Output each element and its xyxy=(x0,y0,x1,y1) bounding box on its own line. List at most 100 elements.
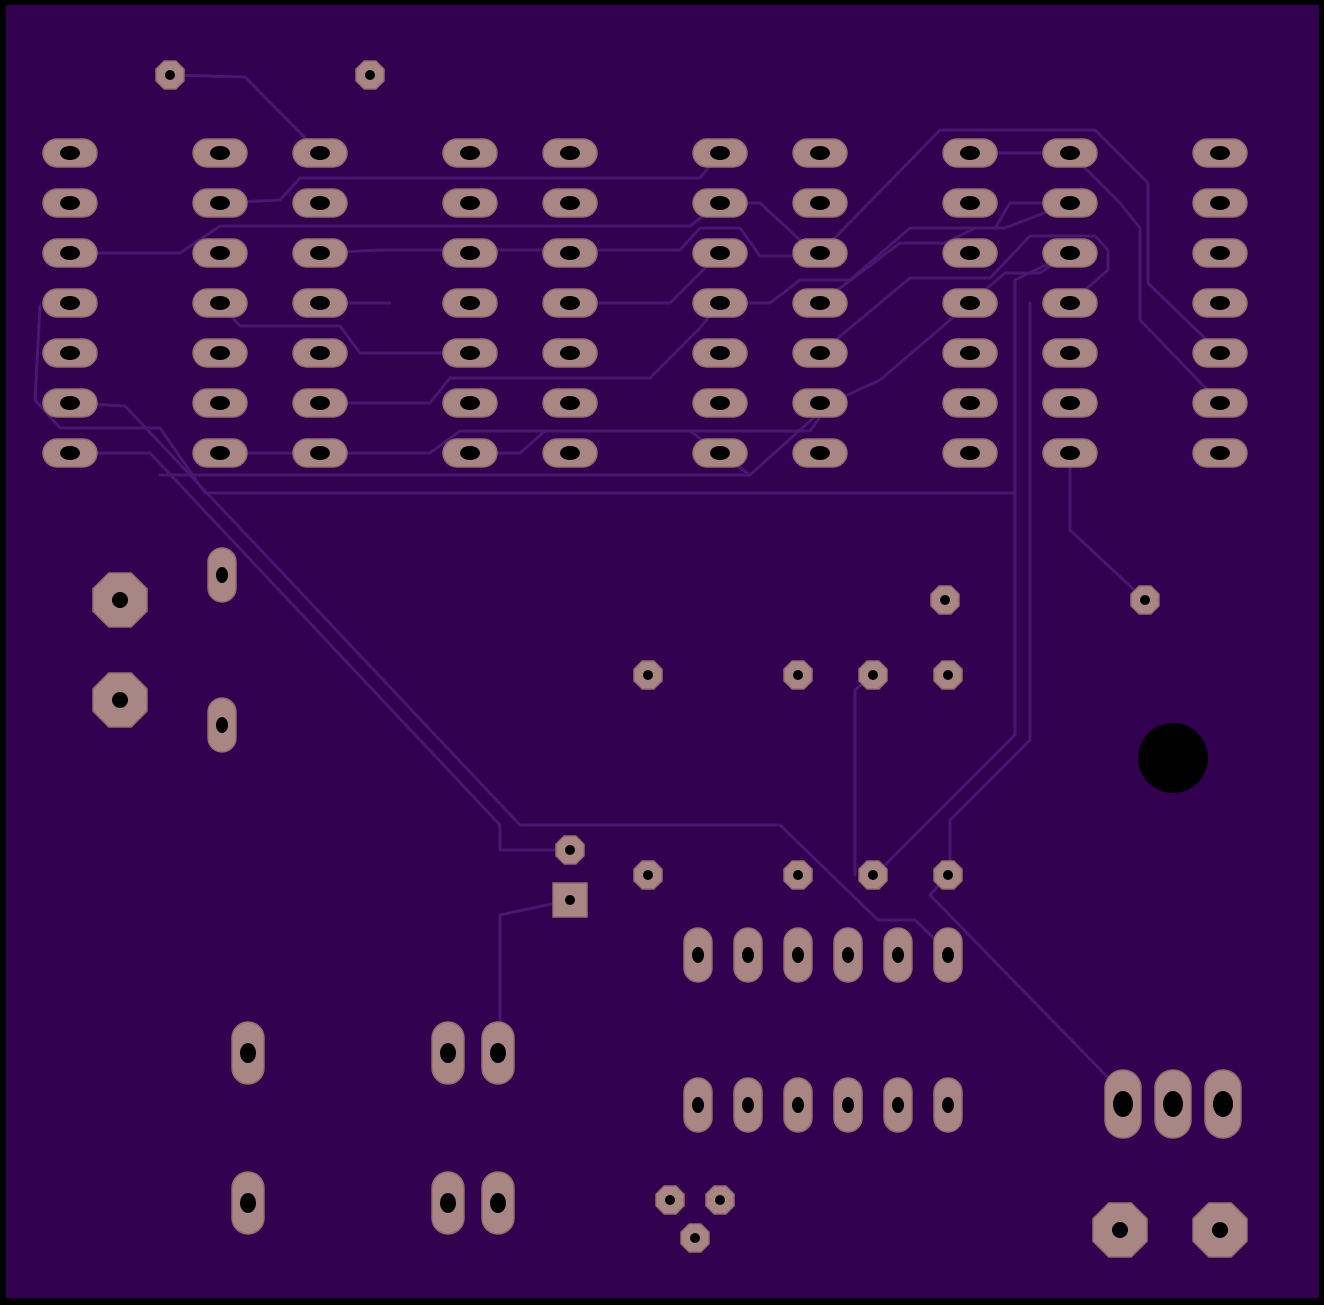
drill-hole xyxy=(960,246,980,260)
drill-hole xyxy=(216,717,228,733)
drill-hole xyxy=(60,246,80,260)
drill-hole xyxy=(240,1043,256,1063)
drill-hole xyxy=(310,396,330,410)
drill-hole xyxy=(710,146,730,160)
copper-trace xyxy=(818,234,1110,355)
drill-hole xyxy=(240,1193,256,1213)
drill-hole xyxy=(210,196,230,210)
drill-hole xyxy=(60,446,80,460)
drill-hole xyxy=(710,346,730,360)
drill-hole xyxy=(560,346,580,360)
drill-hole xyxy=(942,1097,954,1113)
drill-hole xyxy=(440,1043,456,1063)
drill-hole xyxy=(960,346,980,360)
board-substrate xyxy=(6,5,1319,1298)
drill-hole xyxy=(210,346,230,360)
copper-trace xyxy=(1068,151,1222,405)
drill-hole xyxy=(810,146,830,160)
drill-hole xyxy=(710,396,730,410)
drill-hole xyxy=(310,446,330,460)
drill-hole xyxy=(1113,1091,1133,1117)
drill-hole xyxy=(460,246,480,260)
drill-hole xyxy=(793,870,803,880)
copper-traces xyxy=(33,73,1222,1092)
drill-hole xyxy=(490,1043,506,1063)
copper-trace xyxy=(948,301,1032,877)
drill-hole xyxy=(1060,196,1080,210)
drill-hole xyxy=(868,670,878,680)
drill-hole xyxy=(60,346,80,360)
drill-hole xyxy=(460,396,480,410)
drill-hole xyxy=(643,870,653,880)
copper-trace xyxy=(68,401,950,954)
drill-hole xyxy=(490,1193,506,1213)
drill-hole xyxy=(710,246,730,260)
drill-hole xyxy=(310,346,330,360)
drill-hole xyxy=(1210,346,1230,360)
mounting-hole xyxy=(1138,723,1208,793)
drill-hole xyxy=(1212,1222,1228,1238)
drill-hole xyxy=(960,146,980,160)
drill-hole xyxy=(310,196,330,210)
drill-hole xyxy=(892,1097,904,1113)
drill-hole xyxy=(165,70,175,80)
drill-hole xyxy=(792,947,804,963)
drill-hole xyxy=(1210,296,1230,310)
drill-hole xyxy=(560,196,580,210)
drill-hole xyxy=(810,396,830,410)
drill-hole xyxy=(710,196,730,210)
drill-hole xyxy=(810,196,830,210)
drill-hole xyxy=(842,1097,854,1113)
drill-hole xyxy=(1213,1091,1233,1117)
drill-hole xyxy=(868,870,878,880)
drill-hole xyxy=(565,845,575,855)
drill-hole xyxy=(942,947,954,963)
copper-trace xyxy=(218,401,832,455)
drill-hole xyxy=(810,296,830,310)
drill-hole xyxy=(692,947,704,963)
copper-trace xyxy=(68,201,722,255)
drill-hole xyxy=(310,146,330,160)
drill-hole xyxy=(792,1097,804,1113)
drill-hole xyxy=(690,1233,700,1243)
drill-hole xyxy=(940,595,950,605)
drill-hole xyxy=(1060,396,1080,410)
drill-hole xyxy=(60,396,80,410)
drill-hole xyxy=(715,1195,725,1205)
drill-hole xyxy=(810,346,830,360)
drill-hole xyxy=(1060,146,1080,160)
drill-hole xyxy=(643,670,653,680)
copper-trace xyxy=(568,251,722,305)
drill-hole xyxy=(1210,146,1230,160)
drill-hole xyxy=(1060,296,1080,310)
drill-hole xyxy=(1060,246,1080,260)
drill-hole xyxy=(112,592,128,608)
drill-hole xyxy=(692,1097,704,1113)
drill-hole xyxy=(1060,346,1080,360)
copper-trace xyxy=(468,429,722,455)
drill-hole xyxy=(842,947,854,963)
drill-hole xyxy=(742,947,754,963)
drill-hole xyxy=(560,146,580,160)
drill-hole xyxy=(365,70,375,80)
drill-hole xyxy=(210,446,230,460)
drill-hole xyxy=(1210,246,1230,260)
copper-trace xyxy=(818,128,1222,355)
drill-hole xyxy=(665,1195,675,1205)
copper-trace xyxy=(318,301,722,405)
drill-hole xyxy=(460,196,480,210)
copper-trace xyxy=(1068,451,1147,602)
drill-hole xyxy=(460,296,480,310)
drill-hole xyxy=(210,246,230,260)
copper-trace xyxy=(218,151,722,205)
drill-hole xyxy=(793,670,803,680)
copper-trace xyxy=(33,304,1017,495)
drill-hole xyxy=(560,396,580,410)
drill-hole xyxy=(560,296,580,310)
drill-hole xyxy=(565,895,575,905)
drill-hole xyxy=(960,296,980,310)
drill-hole xyxy=(1210,396,1230,410)
drill-hole xyxy=(210,296,230,310)
drill-hole xyxy=(310,296,330,310)
